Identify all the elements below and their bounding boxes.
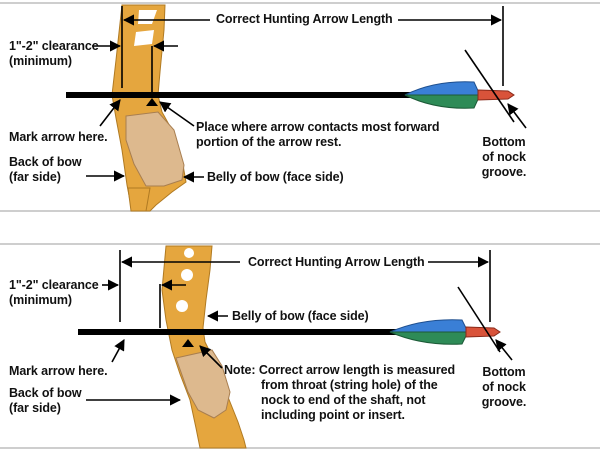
nock-label-2-line-2: of nock bbox=[482, 380, 526, 394]
mark-arrow-label-2: Mark arrow here. bbox=[9, 364, 108, 378]
mark-pointer-1 bbox=[99, 99, 121, 127]
fletching-1-blue bbox=[404, 81, 481, 96]
mark-arrow-label-1: Mark arrow here. bbox=[9, 130, 108, 144]
clearance-label-1-line-2: (minimum) bbox=[9, 54, 72, 68]
riser-hole-2 bbox=[181, 269, 193, 281]
fletching-2-blue bbox=[389, 319, 469, 333]
bow-grip-1 bbox=[125, 111, 185, 187]
bow-grip-2 bbox=[175, 349, 231, 419]
arrow-rest-marker-2 bbox=[182, 339, 194, 347]
back-of-bow-label-2-line-1: Back of bow bbox=[9, 386, 82, 400]
fletching-1-green bbox=[404, 94, 481, 109]
riser-hole-1 bbox=[184, 248, 194, 258]
nock-label-2-line-1: Bottom bbox=[482, 365, 526, 379]
note-2-line-2: from throat (string hole) of the bbox=[261, 378, 438, 392]
bow-riser-2 bbox=[161, 245, 247, 449]
nock-pointer-2 bbox=[495, 339, 513, 361]
clearance-label-2-line-2: (minimum) bbox=[9, 293, 72, 307]
panel-2 bbox=[78, 245, 513, 449]
note-2-line-3: nock to end of the shaft, not bbox=[261, 393, 426, 407]
contact-note-1-line-1: Place where arrow contacts most forward bbox=[196, 120, 440, 134]
note-2-line-4: including point or insert. bbox=[261, 408, 405, 422]
correct-length-label-1: Correct Hunting Arrow Length bbox=[216, 12, 393, 26]
back-of-bow-label-2-line-2: (far side) bbox=[9, 401, 61, 415]
panel-1 bbox=[66, 4, 527, 212]
nock-label-2-line-3: groove. bbox=[481, 395, 527, 409]
fletching-2-green bbox=[389, 331, 469, 345]
nock-marker-1 bbox=[464, 49, 515, 123]
belly-label-2: Belly of bow (face side) bbox=[232, 309, 369, 323]
riser-hole-3 bbox=[176, 300, 188, 312]
nock-label-1-line-2: of nock bbox=[482, 150, 526, 164]
nock-label-1-line-1: Bottom bbox=[482, 135, 526, 149]
nock-marker-2 bbox=[457, 286, 501, 353]
contact-note-1-line-2: portion of the arrow rest. bbox=[196, 135, 342, 149]
clearance-label-1-line-1: 1"-2" clearance bbox=[9, 39, 99, 53]
clearance-label-2-line-1: 1"-2" clearance bbox=[9, 278, 99, 292]
nock-label-1-line-3: groove. bbox=[481, 165, 527, 179]
riser-slot-2 bbox=[134, 30, 154, 46]
note-pointer-2 bbox=[199, 345, 223, 369]
note-2-line-1: Note: Correct arrow length is measured bbox=[224, 363, 455, 377]
mark-pointer-2 bbox=[111, 339, 125, 363]
back-of-bow-label-1-line-2: (far side) bbox=[9, 170, 61, 184]
contact-pointer-1 bbox=[159, 101, 195, 127]
nock-pointer-1 bbox=[507, 103, 527, 129]
bow-lower-1 bbox=[127, 187, 151, 212]
nock-2 bbox=[465, 326, 501, 338]
back-of-bow-label-1-line-1: Back of bow bbox=[9, 155, 82, 169]
arrow-rest-marker-1 bbox=[146, 98, 158, 106]
correct-length-label-2: Correct Hunting Arrow Length bbox=[248, 255, 425, 269]
belly-label-1: Belly of bow (face side) bbox=[207, 170, 344, 184]
